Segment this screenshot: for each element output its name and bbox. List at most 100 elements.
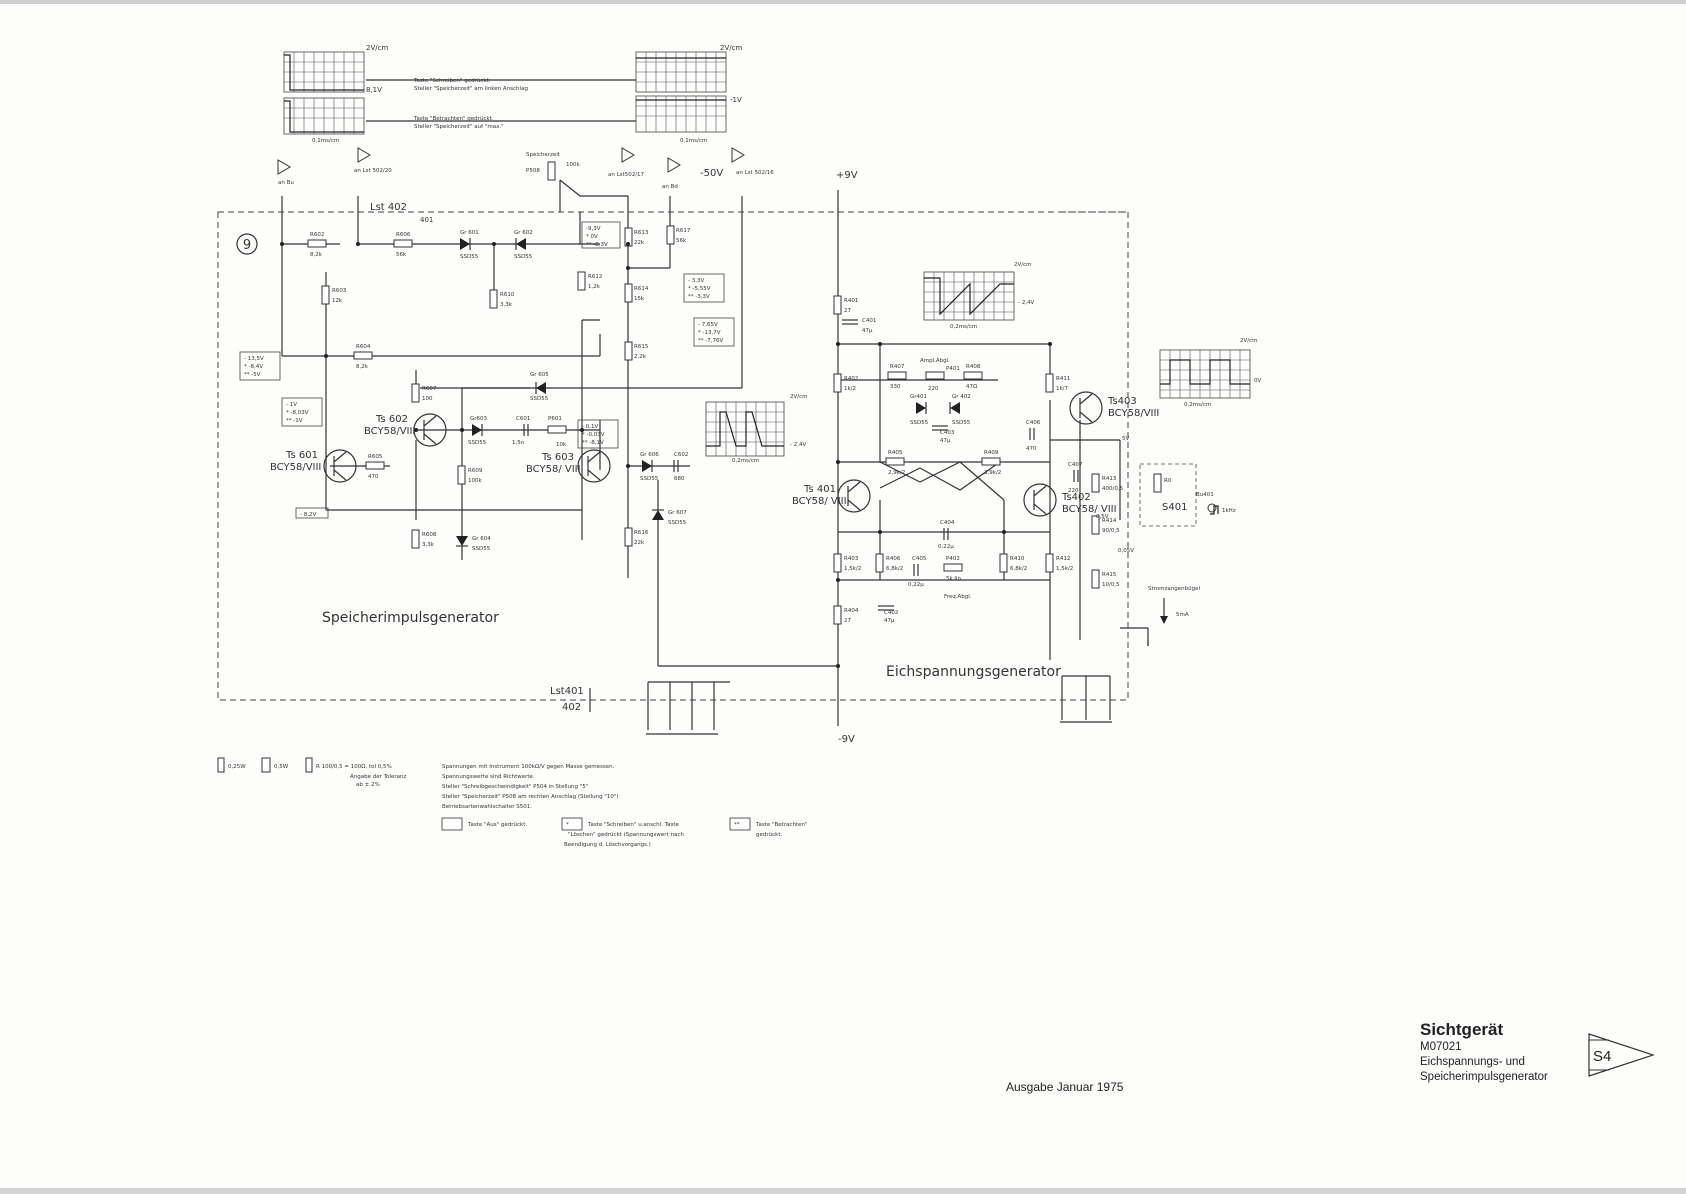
svg-text:R401: R401 — [844, 298, 858, 304]
svg-text:R 100/0,5 = 100Ω, tol 0,5%: R 100/0,5 = 100Ω, tol 0,5% — [316, 764, 392, 770]
svg-text:* -8,03V: * -8,03V — [286, 410, 309, 416]
svg-text:C406: C406 — [1026, 420, 1041, 426]
resistor-r604: R604 8,2k — [353, 344, 373, 370]
svg-text:680: 680 — [674, 476, 685, 482]
svg-text:R610: R610 — [500, 292, 515, 298]
resistor-r612: R612 1,2k — [577, 271, 602, 291]
section-label-right: Eichspannungsgenerator — [886, 664, 1061, 680]
voltage-box-b5: - 1V * -8,03V ** -1V — [281, 397, 323, 427]
svg-text:100k: 100k — [566, 162, 580, 168]
svg-text:SSD55: SSD55 — [460, 254, 479, 260]
supply-plus: +9V — [836, 170, 858, 181]
scope-4: -1V 0,1ms/cm — [635, 95, 742, 144]
svg-text:** -3,3V: ** -3,3V — [688, 294, 710, 300]
svg-text:** -8,1V: ** -8,1V — [582, 440, 604, 446]
svg-text:0,22µ: 0,22µ — [908, 582, 924, 588]
diode-gr602: Gr 602 SSD55 — [514, 230, 533, 260]
svg-text:Bu401: Bu401 — [1196, 492, 1214, 498]
svg-text:Spannungswerte sind Richtwerte: Spannungswerte sind Richtwerte. — [442, 774, 535, 780]
pot-p508: Speicherzeit P508 100k — [526, 152, 580, 181]
resistor-r409: R409 3,9k/2 — [981, 450, 1001, 476]
svg-text:**: ** — [734, 822, 740, 828]
svg-text:R604: R604 — [356, 344, 371, 350]
svg-text:R409: R409 — [984, 450, 999, 456]
svg-text:- 3,3V: - 3,3V — [688, 278, 704, 284]
svg-text:R616: R616 — [634, 530, 649, 536]
voltage-box-b3: - 7,65V * -13,7V ** -7,76V — [693, 317, 735, 347]
svg-text:R609: R609 — [468, 468, 483, 474]
svg-text:Speicherzeit: Speicherzeit — [526, 152, 561, 158]
svg-text:R606: R606 — [396, 232, 411, 238]
scope-5: 2V/cm - 2,4V 0,2ms/cm — [705, 394, 808, 464]
svg-text:* -5,55V: * -5,55V — [688, 286, 711, 292]
svg-text:** -7,76V: ** -7,76V — [698, 338, 723, 344]
svg-text:-9,3V: -9,3V — [586, 226, 601, 232]
svg-text:47µ: 47µ — [940, 438, 951, 444]
svg-text:C402: C402 — [884, 610, 898, 616]
svg-text:Steller "Schreibgeschwindigkei: Steller "Schreibgeschwindigkeit" P504 in… — [442, 784, 588, 790]
svg-text:0,1ms/cm: 0,1ms/cm — [680, 138, 707, 144]
capacitor-c405: C405 0,22µ — [908, 556, 927, 588]
svg-text:C404: C404 — [940, 520, 955, 526]
voltage-box-b6: - 8,2V — [295, 507, 329, 519]
svg-text:an Bu: an Bu — [278, 180, 294, 186]
diode-gr607: Gr 607 SSD55 — [652, 509, 687, 526]
svg-text:2,9k/2: 2,9k/2 — [888, 470, 905, 476]
svg-text:R608: R608 — [422, 532, 437, 538]
svg-text:R413: R413 — [1102, 476, 1117, 482]
svg-text:2V/cm: 2V/cm — [1014, 262, 1032, 268]
svg-text:SSD55: SSD55 — [468, 440, 487, 446]
svg-text:R612: R612 — [588, 274, 602, 280]
capacitor-c401: C401 47µ — [842, 318, 876, 334]
tag-an-lst-516: an Lst 502/16 — [731, 147, 774, 176]
svg-text:R408: R408 — [966, 364, 981, 370]
svg-text:Gr401: Gr401 — [910, 394, 927, 400]
svg-text:Gr603: Gr603 — [470, 416, 488, 422]
document-title: Sichtgerät — [1420, 1020, 1504, 1039]
svg-text:2V/cm: 2V/cm — [366, 44, 388, 52]
svg-text:Ts 602: Ts 602 — [375, 414, 408, 425]
svg-text:an Lst502/17: an Lst502/17 — [608, 172, 645, 178]
diode-gr601: Gr 601 SSD55 — [460, 230, 479, 260]
svg-text:Ts 401: Ts 401 — [803, 484, 836, 495]
resistor-r606: R606 56k — [393, 232, 413, 258]
svg-text:R614: R614 — [634, 286, 649, 292]
pot-p401: Ampl.Abgl. P401 220 — [920, 358, 960, 392]
svg-text:0V: 0V — [1254, 378, 1261, 384]
svg-text:47Ω: 47Ω — [966, 384, 977, 390]
svg-text:R412: R412 — [1056, 556, 1070, 562]
svg-text:** -1V: ** -1V — [286, 418, 303, 424]
sheet-number-badge: 9 — [236, 233, 258, 255]
svg-text:1,5n: 1,5n — [512, 440, 525, 446]
svg-text:5k lin: 5k lin — [946, 576, 961, 582]
transistor-ts601: Ts 601 BCY58/VIII — [270, 449, 357, 483]
svg-text:*: * — [566, 822, 569, 828]
connector-lst402: Lst 402 — [370, 202, 407, 213]
switch-s401: R0 S401 Bu401 1kHz 5V 0,5V 0,05V Stromza… — [1096, 436, 1236, 646]
svg-text:6,8k/2: 6,8k/2 — [1010, 566, 1027, 572]
capacitor-c602: C602 680 — [673, 452, 688, 482]
svg-text:220: 220 — [1068, 488, 1079, 494]
transistor-ts603: Ts 603 BCY58/ VIII — [526, 449, 611, 483]
svg-text:5mA: 5mA — [1176, 612, 1189, 618]
tag-an-bu: an Bu — [277, 159, 294, 186]
svg-text:22k: 22k — [634, 240, 645, 246]
resistor-r617: R617 56k — [666, 225, 691, 245]
svg-text:Gr 606: Gr 606 — [640, 452, 659, 458]
svg-text:330: 330 — [890, 384, 901, 390]
svg-text:C405: C405 — [912, 556, 927, 562]
svg-text:0,1ms/cm: 0,1ms/cm — [312, 138, 339, 144]
svg-text:1k/7: 1k/7 — [1056, 386, 1069, 392]
svg-text:an Lst 502/20: an Lst 502/20 — [354, 168, 392, 174]
svg-text:2V/cm: 2V/cm — [720, 44, 742, 52]
svg-text:** -8,3V: ** -8,3V — [586, 242, 608, 248]
resistor-r415: R415 10/0,5 — [1091, 569, 1120, 589]
svg-text:R402: R402 — [844, 376, 858, 382]
scope-3: 2V/cm — [635, 44, 742, 93]
voltage-box-b7: - 0,1V * -0,03V ** -8,1V — [577, 419, 619, 449]
svg-text:P601: P601 — [548, 416, 562, 422]
svg-text:2V/cm: 2V/cm — [790, 394, 808, 400]
svg-text:Steller "Speicherzeit" auf "ma: Steller "Speicherzeit" auf "max." — [414, 124, 504, 130]
diode-gr402: Gr 402 SSD55 — [949, 394, 971, 426]
legend-notes: Spannungen mit Instrument 100kΩ/V gegen … — [442, 764, 619, 810]
